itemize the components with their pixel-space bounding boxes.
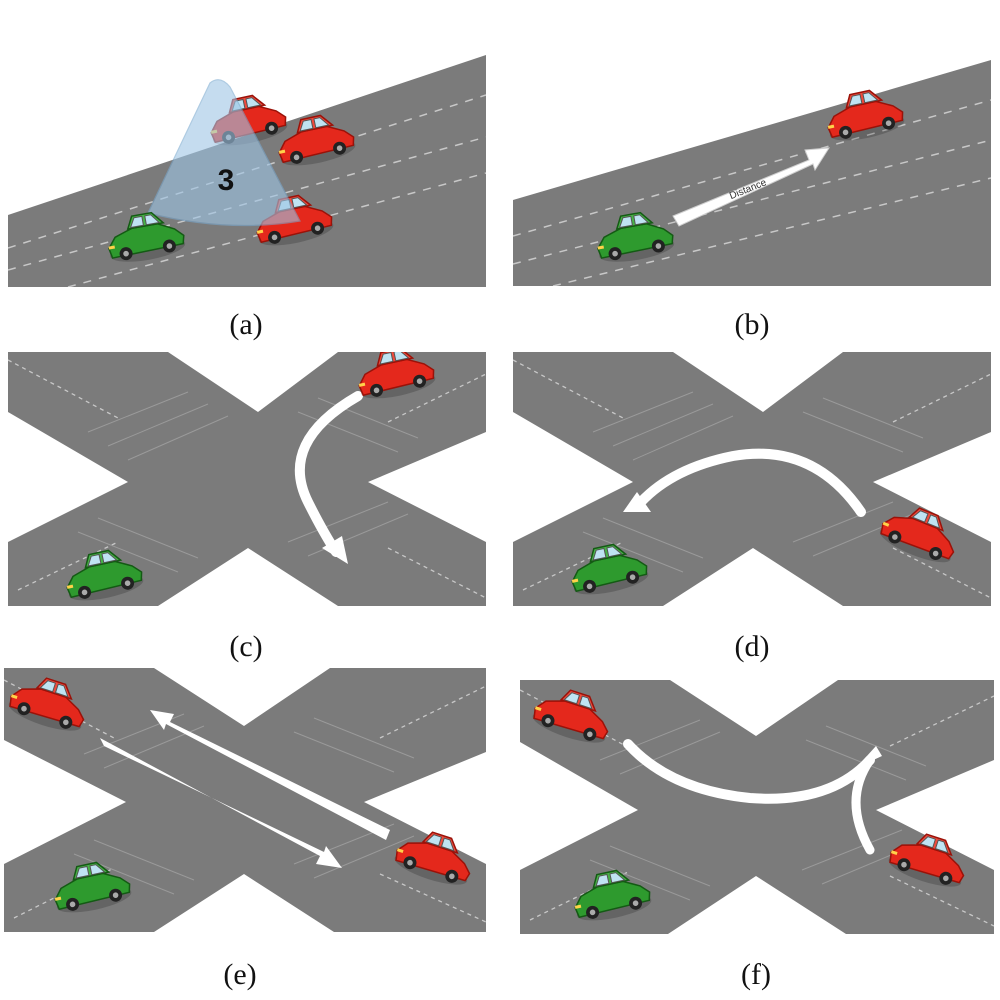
- intersection-scene-f: [520, 680, 994, 934]
- lane-line: [17, 541, 119, 591]
- lane-line: [513, 99, 991, 237]
- lane-line: [889, 695, 994, 747]
- road: [520, 680, 994, 934]
- panel-b: Distance: [513, 60, 991, 286]
- lane-line: [892, 373, 991, 423]
- lane-line: [13, 867, 115, 919]
- turn-right-arrow: [294, 391, 363, 557]
- caption-b: (b): [734, 308, 770, 341]
- caption-a: (a): [229, 308, 263, 341]
- caption-c: (c): [229, 630, 263, 663]
- road: [513, 60, 991, 286]
- detected-count-label: 3: [218, 164, 235, 197]
- intersection-scene-d: [513, 352, 991, 606]
- arrow-head: [856, 746, 882, 768]
- panel-a: 3: [8, 55, 486, 287]
- highway-scene-a: 3: [8, 55, 486, 287]
- lane-line: [552, 177, 991, 286]
- lane-line: [387, 547, 486, 599]
- lane-line: [513, 139, 991, 265]
- distance-arrow: [672, 147, 830, 227]
- intersection-scene-c: [8, 352, 486, 606]
- intersection-scene-e: [4, 668, 486, 932]
- crosswalk: [77, 391, 419, 573]
- arrow-head: [322, 536, 348, 564]
- road: [4, 668, 486, 932]
- caption-f: (f): [741, 958, 771, 991]
- panel-f: [520, 680, 994, 934]
- road: [8, 352, 486, 606]
- caption-e: (e): [223, 958, 257, 991]
- panel-c: [8, 352, 486, 606]
- lane-line: [387, 373, 486, 423]
- lane-line: [889, 875, 994, 927]
- sensor-cone: [147, 79, 301, 227]
- lane-line: [8, 94, 486, 249]
- arrow-head: [623, 492, 651, 512]
- turn-arrow: [851, 755, 875, 855]
- straight-arrow-right: [100, 738, 342, 868]
- lane-line: [379, 685, 486, 739]
- crosswalk: [589, 719, 927, 901]
- highway-scene-b: Distance: [513, 60, 991, 286]
- turn-left-arrow: [636, 448, 866, 517]
- lane-line: [8, 136, 486, 271]
- panel-e: [4, 668, 486, 932]
- road: [513, 352, 991, 606]
- straight-arrow-left: [150, 710, 390, 840]
- lane-line: [379, 873, 486, 923]
- panel-d: [513, 352, 991, 606]
- lane-line: [892, 547, 991, 599]
- through-arrow: [623, 739, 875, 804]
- lane-line: [522, 541, 624, 591]
- caption-d: (d): [734, 630, 770, 663]
